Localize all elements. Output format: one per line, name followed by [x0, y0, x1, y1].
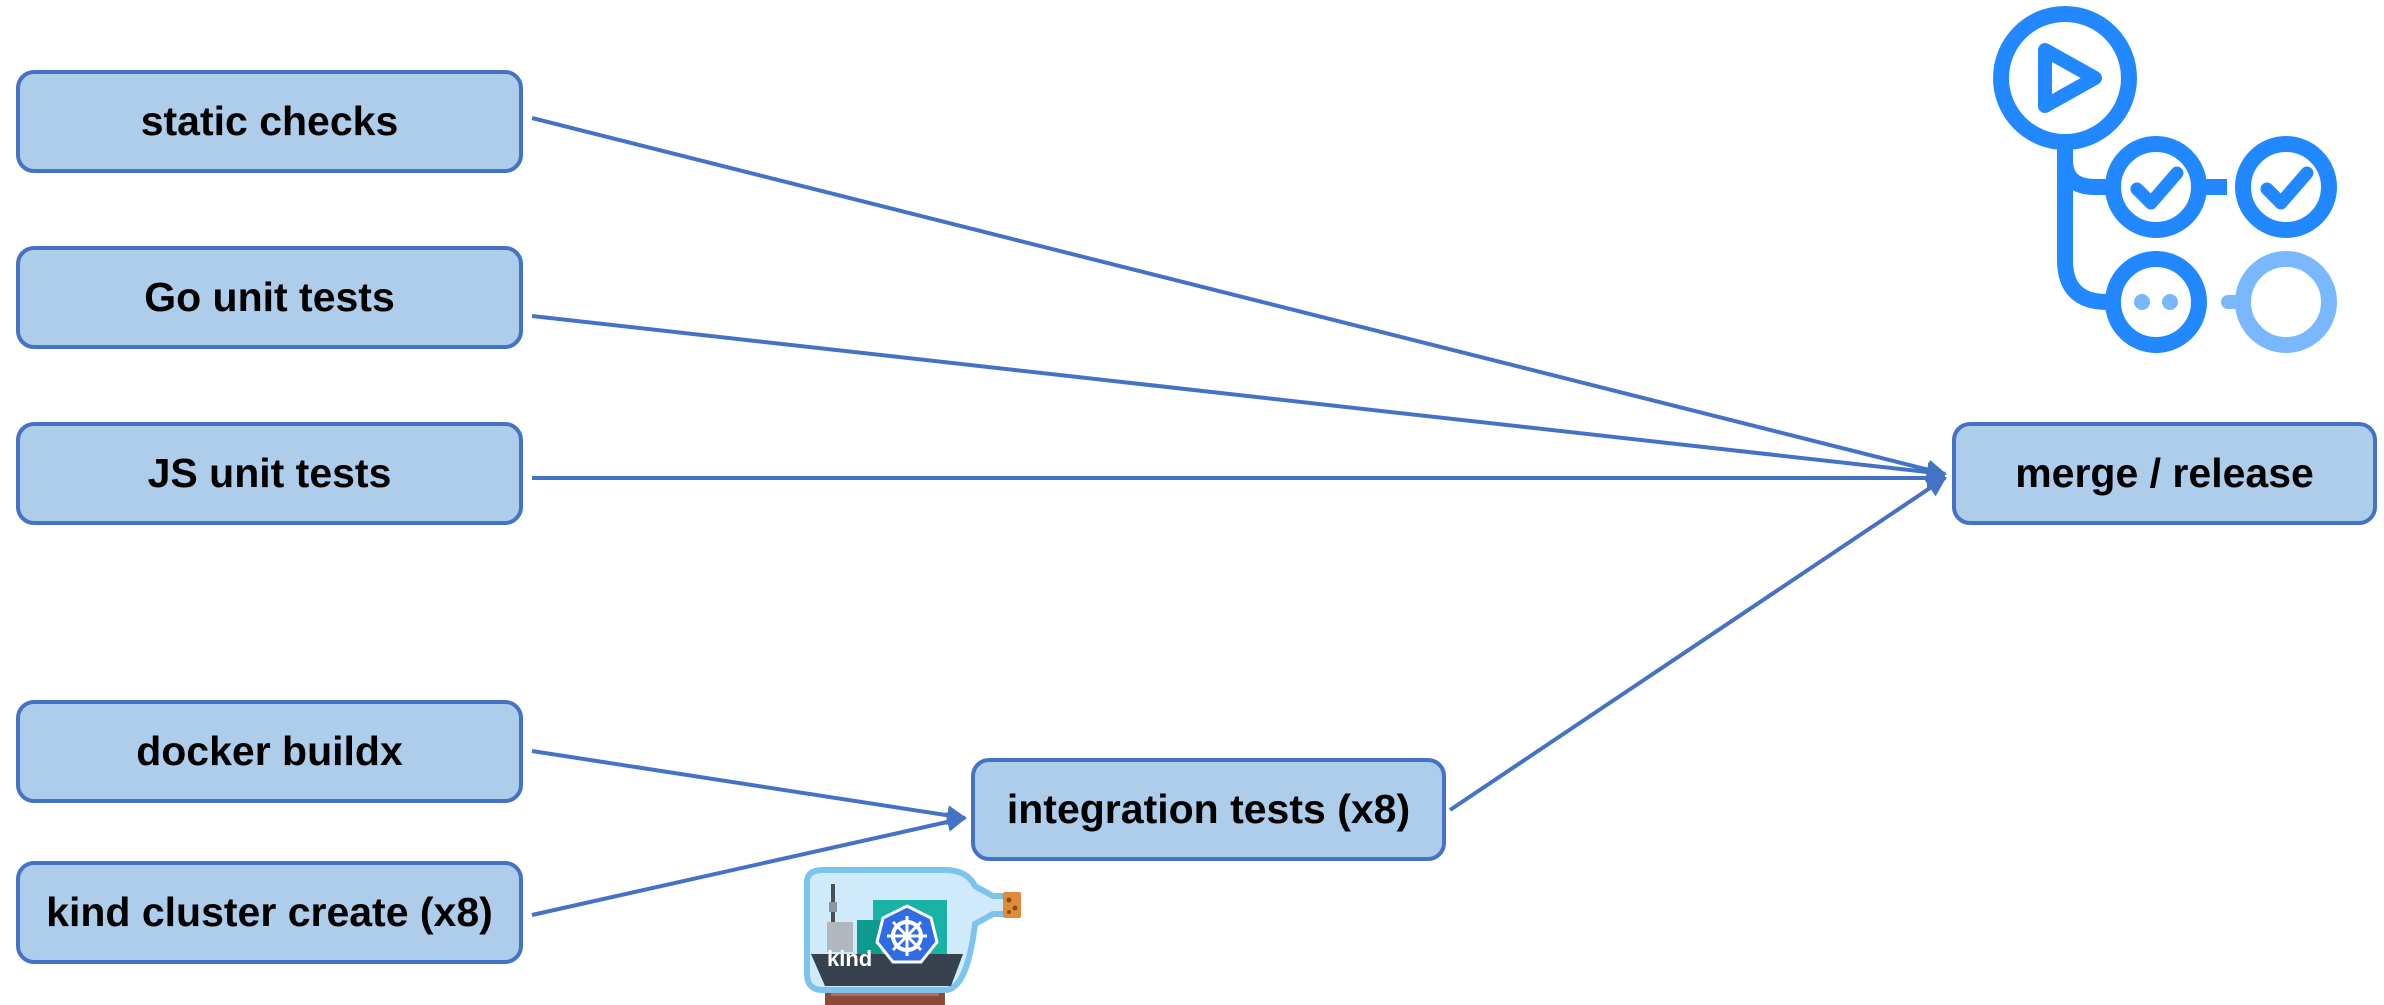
node-integration-tests-label: integration tests (x8): [1006, 786, 1411, 832]
edge-kind-to-integ: [531, 812, 967, 917]
edge-integ-to-merge: [1448, 476, 1947, 812]
node-js-unit-tests-label: JS unit tests: [147, 450, 392, 496]
edge-docker-to-integ: [531, 749, 967, 826]
node-merge-release: merge / release: [1952, 422, 2377, 525]
edge-static-to-merge: [531, 116, 1947, 480]
github-actions-icon: [1993, 6, 2337, 353]
node-js-unit-tests: JS unit tests: [16, 422, 523, 525]
kind-logo-label: kind: [827, 946, 873, 971]
node-go-unit-tests: Go unit tests: [16, 246, 523, 349]
node-kind-cluster-create: kind cluster create (x8): [16, 861, 523, 964]
kind-bottle-icon: [804, 867, 1021, 1005]
node-integration-tests: integration tests (x8): [971, 758, 1446, 861]
node-docker-buildx: docker buildx: [16, 700, 523, 803]
node-kind-cluster-create-label: kind cluster create (x8): [46, 889, 493, 935]
node-static-checks: static checks: [16, 70, 523, 173]
edge-gounit-to-merge: [531, 314, 1947, 482]
node-docker-buildx-label: docker buildx: [136, 728, 403, 774]
node-static-checks-label: static checks: [140, 98, 399, 144]
node-go-unit-tests-label: Go unit tests: [144, 274, 395, 320]
node-merge-release-label: merge / release: [2015, 450, 2314, 496]
